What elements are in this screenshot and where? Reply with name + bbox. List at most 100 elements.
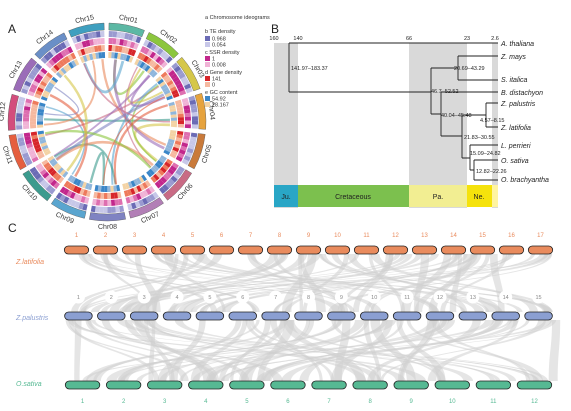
synteny-link [44, 60, 97, 126]
taxon-b-distachyon: B. distachyon [501, 90, 543, 97]
chromosome-ideogram [8, 134, 27, 171]
density-bin [84, 197, 90, 204]
chromosome-ideogram [13, 57, 38, 93]
density-bin [118, 45, 123, 53]
density-bin [190, 132, 198, 138]
density-bin [125, 196, 131, 204]
density-bin [85, 39, 91, 47]
density-bin [154, 162, 162, 169]
chromosome-ideogram [89, 212, 126, 222]
circos-rings [16, 31, 198, 213]
density-bin [119, 205, 125, 213]
chromosome-number-badge [433, 290, 447, 304]
synteny-band [120, 320, 495, 381]
density-bin [170, 117, 177, 121]
chromosome-number: 16 [508, 233, 515, 239]
chromosome-number-badge [302, 290, 315, 304]
chromosome-bar [434, 380, 470, 390]
density-bin [146, 67, 153, 74]
density-bin [40, 142, 48, 148]
chromosome-number-circled: 5 [208, 295, 211, 301]
chromosome-bar [469, 245, 496, 255]
chromosome-number-circled: 4 [176, 295, 179, 301]
density-bin [160, 176, 168, 184]
density-bin [133, 186, 139, 194]
density-bin [184, 120, 191, 125]
density-bin [164, 181, 173, 189]
density-bin [168, 101, 175, 107]
density-bin [42, 147, 50, 153]
synteny-band [117, 320, 540, 381]
density-bin [156, 160, 164, 167]
density-bin [43, 90, 51, 96]
density-bin [166, 158, 173, 165]
legend-e-low: 28.167 [212, 103, 229, 109]
legend-e-high: 54.92 [212, 97, 226, 103]
density-bin [162, 184, 170, 192]
density-bin [70, 176, 76, 184]
node-age-bop: 40.04–45.48 [441, 113, 472, 119]
chromosome-number: 9 [307, 233, 311, 239]
density-bin [59, 169, 67, 176]
density-bin [29, 121, 37, 125]
density-bin [66, 198, 73, 206]
chromosome-bar [63, 245, 90, 255]
density-bin [171, 149, 178, 156]
density-bin [41, 144, 49, 150]
synteny-band [548, 320, 561, 381]
density-bin [68, 61, 75, 69]
band-quaternary [492, 43, 498, 208]
density-bin [127, 181, 133, 189]
chromosome-number: 12 [392, 233, 399, 239]
density-bin [43, 53, 51, 62]
tree-branches [288, 42, 498, 181]
synteny-band [82, 254, 549, 312]
synteny-band [157, 320, 242, 381]
node-age-zizania: 4.57–8.15 [480, 118, 504, 124]
density-bin [55, 165, 62, 172]
density-bin [76, 194, 83, 202]
synteny-band [318, 254, 553, 312]
synteny-band [413, 254, 430, 312]
taxon-s-italica: S. italica [501, 77, 528, 84]
legend-d-swatch-low [205, 82, 210, 87]
chromosome-number-circled: 3 [143, 295, 146, 301]
chromosome-number-badge [367, 290, 381, 304]
density-bin [51, 160, 58, 167]
density-bin [170, 114, 177, 118]
density-bin [183, 105, 190, 110]
density-bin [124, 47, 130, 55]
density-bin [39, 139, 47, 144]
density-bin [34, 77, 42, 84]
density-bin [29, 87, 36, 94]
chromosome-bar [475, 380, 512, 390]
density-bin [142, 189, 149, 197]
density-bin [182, 138, 190, 144]
era-label-jurassic: Ju. [281, 194, 290, 201]
density-bin [31, 137, 39, 143]
density-bin [56, 43, 64, 52]
synteny-band [199, 254, 535, 312]
chromosome-bar [516, 380, 553, 390]
chromosome-bar [188, 380, 224, 390]
chromosome-bar [266, 245, 293, 255]
density-bin [74, 43, 81, 51]
density-bin [104, 185, 108, 193]
density-bin [97, 45, 102, 52]
synteny-band [380, 320, 546, 381]
density-bin [95, 31, 101, 38]
density-bin [94, 184, 99, 192]
density-bin [23, 132, 31, 138]
density-bin [190, 107, 198, 113]
chromosome-number: 2 [104, 233, 108, 239]
density-bin [48, 187, 56, 195]
density-bin [97, 185, 102, 192]
branch-root [288, 42, 498, 93]
chromosome-ideogram [187, 133, 206, 170]
chromosome-number-badge [334, 290, 348, 304]
density-bin [46, 51, 54, 59]
density-bin [169, 152, 177, 159]
density-bin [128, 195, 135, 203]
density-bin [16, 104, 24, 110]
chromosome-bar [425, 311, 455, 321]
